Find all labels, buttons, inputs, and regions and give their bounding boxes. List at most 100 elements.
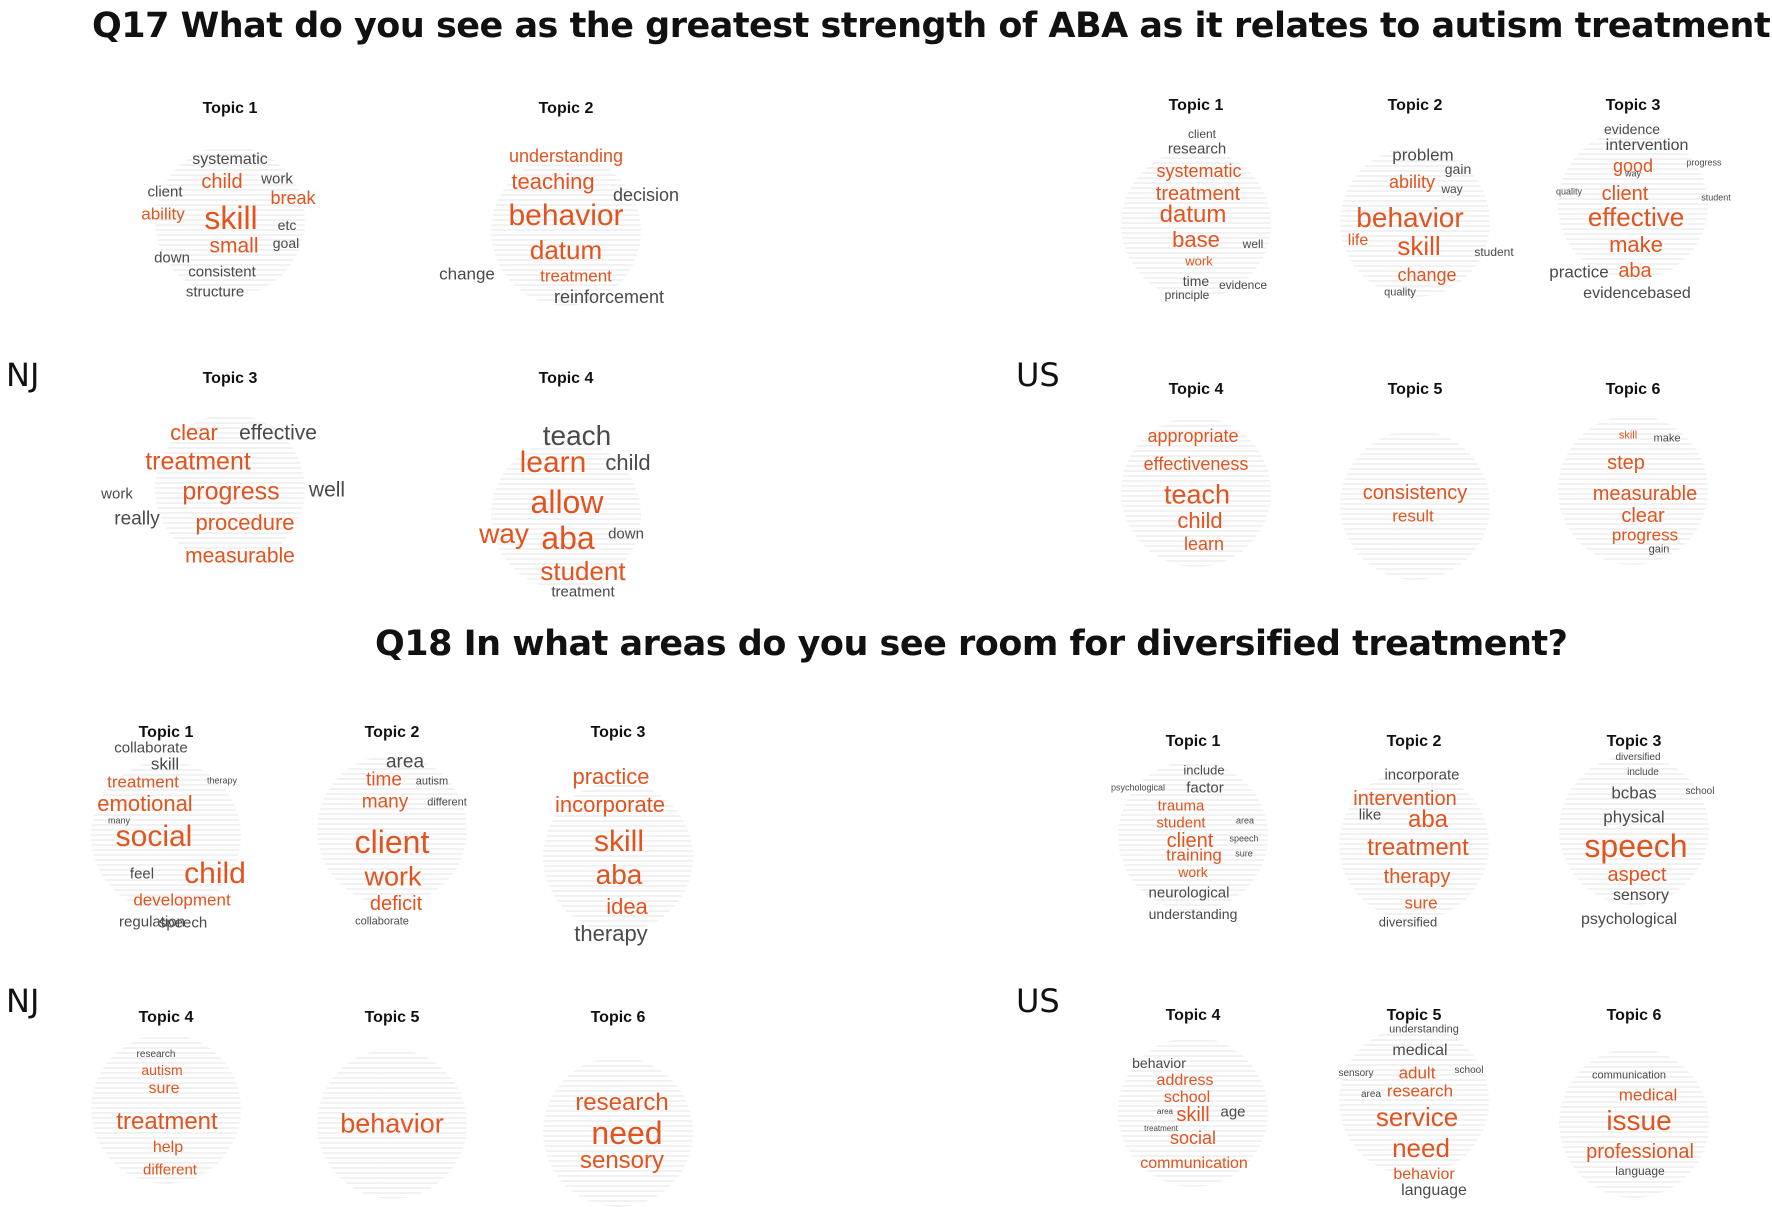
cloud-word-client: client (147, 183, 183, 201)
cloud-word-progress: progress (182, 477, 280, 506)
cloud-word-trauma: trauma (1157, 797, 1205, 815)
cloud-word-school: school (1163, 1089, 1211, 1106)
wordcloud-background (317, 755, 467, 906)
wordcloud-background (1558, 415, 1708, 566)
cloud-word-evidence: evidence (1218, 278, 1268, 292)
cloud-word-school: school (1685, 786, 1715, 797)
wordcloud-background (155, 414, 305, 565)
cloud-word-appropriate: appropriate (1147, 426, 1239, 446)
cloud-word-progress: progress (1611, 525, 1679, 545)
cloud-word-therapy: therapy (1383, 866, 1451, 888)
cloud-word-incorporate: incorporate (554, 792, 666, 817)
cloud-word-communication: communication (1592, 1069, 1666, 1082)
cloud-word-adult: adult (1398, 1063, 1436, 1083)
cloud-word-behavior: behavior (340, 1108, 444, 1139)
cloud-word-really: really (114, 508, 160, 530)
wordcloud-background (1121, 417, 1271, 567)
topic-title: Topic 2 (538, 100, 594, 117)
wordcloud-background (491, 439, 641, 590)
topic-title: Topic 1 (1165, 733, 1221, 750)
cloud-word-etc: etc (277, 217, 297, 233)
cloud-word-structure: structure (185, 283, 245, 301)
cloud-word-incorporate: incorporate (1384, 766, 1460, 784)
cloud-word-step: step (1607, 452, 1645, 474)
cloud-word-reinforcement: reinforcement (553, 287, 665, 307)
wordcloud-background (1121, 149, 1271, 300)
cloud-word-sensory: sensory (1612, 887, 1670, 904)
cloud-word-down: down (608, 525, 644, 543)
cloud-word-make: make (1609, 232, 1663, 257)
cloud-word-aba: aba (1407, 806, 1449, 833)
cloud-word-clear: clear (170, 420, 218, 445)
cloud-word-quality: quality (1555, 186, 1583, 197)
topic-title: Topic 4 (138, 1009, 194, 1026)
cloud-word-principle: principle (1164, 288, 1210, 302)
cloud-word-well: well (308, 478, 346, 502)
cloud-word-sensory: sensory (1338, 1068, 1374, 1079)
cloud-word-medical: medical (1392, 1042, 1448, 1059)
cloud-word-area: area (1360, 1089, 1382, 1100)
cloud-word-area: area (385, 751, 425, 773)
topic-title: Topic 5 (1386, 1007, 1442, 1024)
cloud-word-work: work (101, 485, 133, 503)
topic-title: Topic 6 (1606, 1007, 1662, 1024)
topic-title: Topic 3 (590, 724, 646, 741)
cloud-word-teach: teach (1163, 479, 1231, 510)
cloud-word-language: language (1401, 1182, 1467, 1199)
cloud-word-work: work (261, 170, 293, 188)
cloud-word-behavior: behavior (1393, 1166, 1455, 1183)
cloud-word-problem: problem (1392, 145, 1454, 165)
cloud-word-client: client (1187, 127, 1217, 141)
cloud-word-quality: quality (1384, 286, 1416, 299)
cloud-word-development: development (133, 890, 231, 910)
topic-title: Topic 5 (1387, 381, 1443, 398)
cloud-word-help: help (152, 1139, 184, 1156)
cloud-word-treatment: treatment (107, 772, 179, 792)
cloud-word-skill: skill (204, 200, 258, 236)
cloud-word-many: many (107, 815, 131, 826)
cloud-word-different: different (143, 1161, 197, 1179)
cloud-word-change: change (1397, 265, 1457, 285)
cloud-word-treatment: treatment (551, 583, 615, 601)
wordcloud-background (91, 1034, 241, 1184)
cloud-word-skill: skill (1397, 231, 1441, 261)
cloud-word-aba: aba (1618, 260, 1652, 282)
cloud-word-learn: learn (1183, 534, 1225, 554)
cloud-word-issue: issue (1606, 1105, 1672, 1136)
topic-title: Topic 1 (202, 100, 258, 117)
cloud-word-learn: learn (519, 446, 587, 479)
wordcloud-background (155, 146, 305, 297)
cloud-word-emotional: emotional (97, 791, 193, 816)
cloud-word-treatment: treatment (1367, 834, 1469, 861)
cloud-word-therapy: therapy (574, 921, 648, 946)
cloud-word-student: student (1156, 814, 1206, 832)
cloud-word-understanding: understanding (1148, 906, 1238, 922)
cloud-word-child: child (1177, 508, 1223, 533)
wordcloud-background (1339, 769, 1489, 920)
topic-title: Topic 4 (1168, 381, 1224, 398)
cloud-word-practice: practice (572, 764, 650, 789)
cloud-word-research: research (1167, 140, 1227, 158)
topic-title: Topic 3 (1606, 733, 1662, 750)
cloud-word-way: way (479, 518, 529, 549)
cloud-word-teach: teach (542, 420, 612, 451)
wordcloud-background (1339, 1026, 1489, 1177)
cloud-word-bcbas: bcbas (1611, 783, 1657, 803)
cloud-word-down: down (154, 249, 190, 267)
cloud-word-regulation: regulation (119, 913, 185, 931)
cloud-word-treatment: treatment (540, 266, 612, 286)
cloud-word-research: research (1386, 1081, 1454, 1101)
topic-title: Topic 6 (590, 1009, 646, 1026)
cloud-word-collaborate: collaborate (114, 739, 188, 757)
cloud-word-speech: speech (1584, 828, 1688, 864)
cloud-word-psychological: psychological (1580, 911, 1678, 928)
cloud-word-work: work (1185, 253, 1213, 269)
topic-title: Topic 3 (1605, 97, 1661, 114)
cloud-word-small: small (209, 234, 259, 258)
cloud-word-life: life (1347, 232, 1369, 249)
cloud-word-need: need (1392, 1133, 1450, 1163)
cloud-word-speech: speech (1229, 833, 1259, 844)
cloud-word-client: client (1601, 183, 1649, 205)
cloud-word-good: good (1612, 156, 1654, 176)
cloud-word-include: include (1183, 762, 1225, 778)
